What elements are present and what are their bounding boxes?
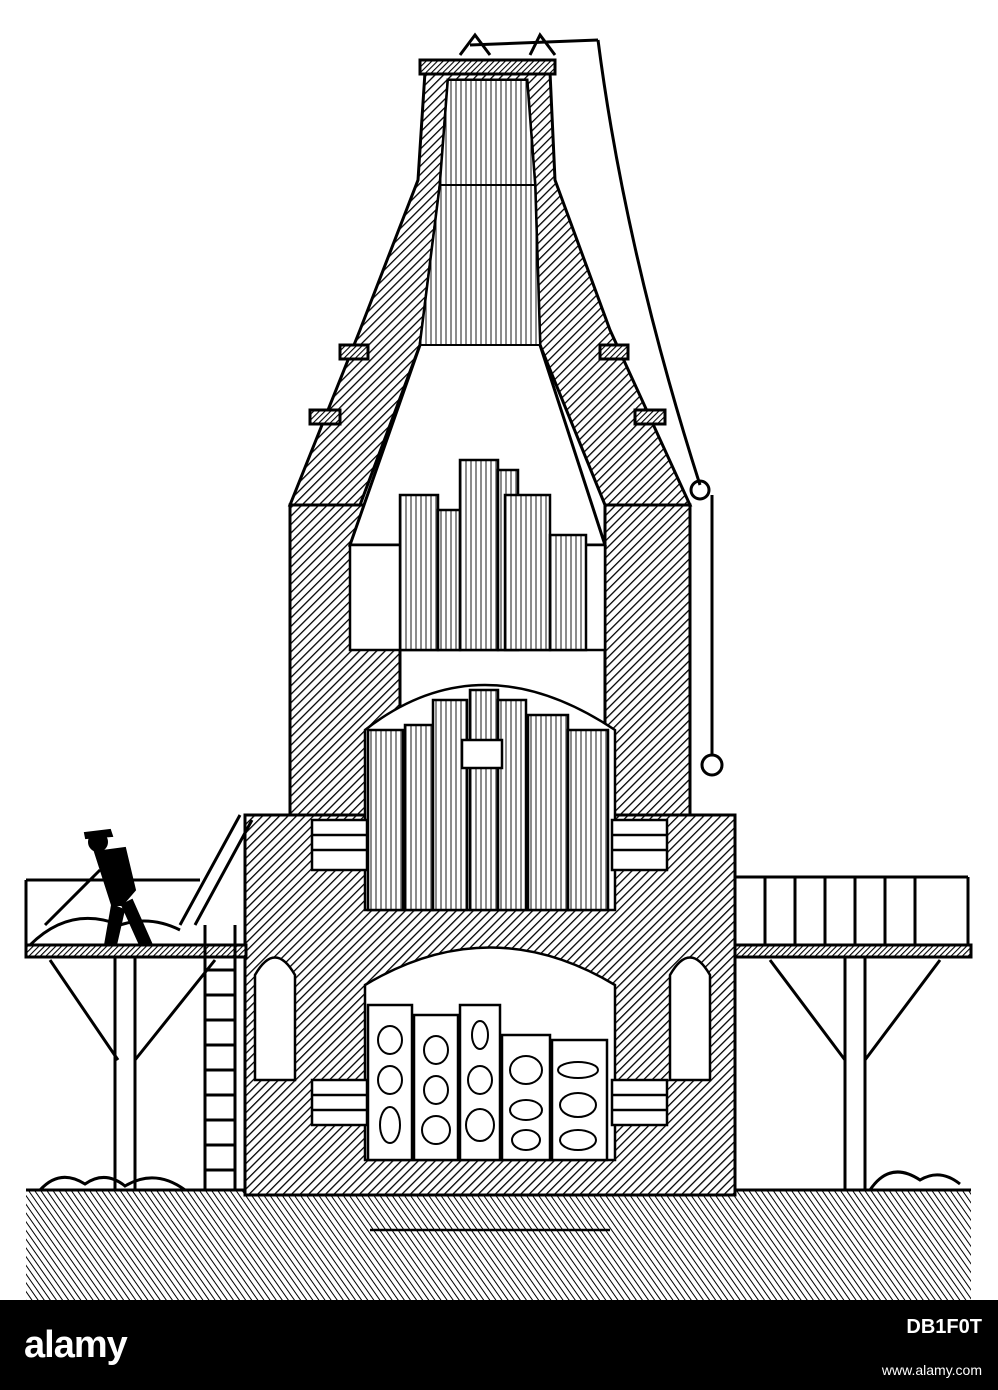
kiln-cross-section-engraving	[24, 32, 973, 1300]
lower-firing-chamber	[363, 946, 617, 1162]
damper-mechanism	[458, 32, 724, 777]
footer-bar: alamy DB1F0T www.alamy.com	[0, 1300, 998, 1390]
middle-chamber-saggars	[363, 683, 617, 912]
ground	[26, 1170, 971, 1300]
left-platform	[24, 878, 248, 1190]
right-platform	[733, 875, 973, 1190]
ladder	[178, 814, 254, 1190]
fire-mouths	[253, 818, 712, 1232]
image-id-label: DB1F0T	[906, 1316, 982, 1338]
alamy-logo: alamy	[24, 1324, 128, 1366]
worker-figure	[43, 828, 154, 946]
website-url: www.alamy.com	[881, 1362, 982, 1378]
upper-chamber-saggars	[348, 458, 607, 652]
